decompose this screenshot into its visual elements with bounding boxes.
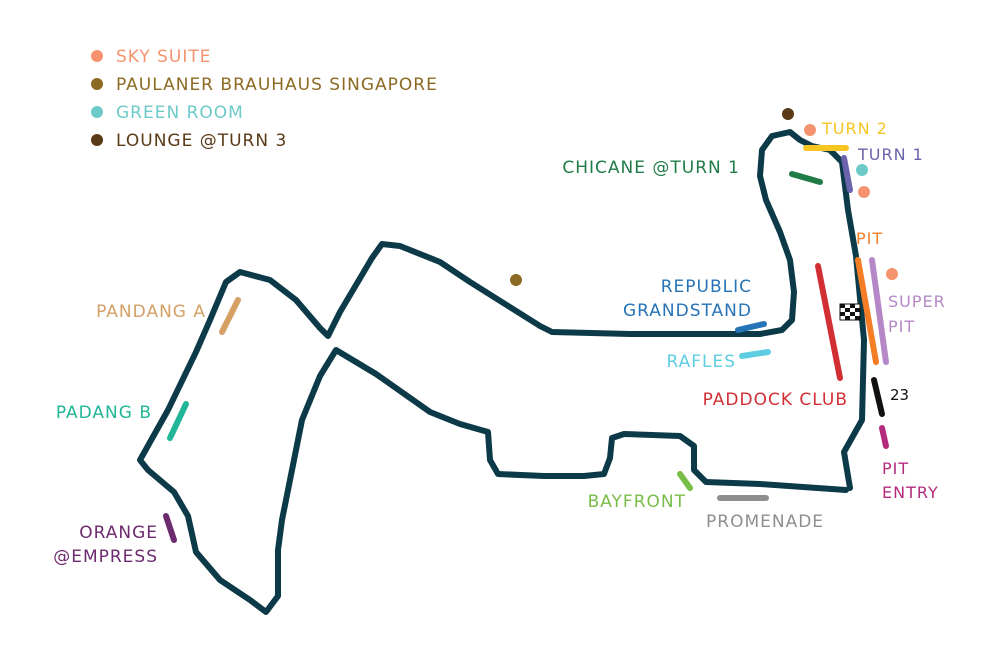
marker-bayfront	[677, 471, 693, 491]
label-padang-b: PADANG B	[56, 403, 152, 423]
marker-pandang-a	[219, 297, 241, 335]
marker-paddock-club	[815, 263, 843, 381]
label-rafles: RAFLES	[666, 352, 736, 372]
marker-turn1	[841, 155, 853, 193]
label-republic-line2: GRANDSTAND	[623, 301, 752, 321]
label-pit-entry-line1: PIT	[882, 459, 909, 478]
marker-padang-b	[167, 401, 189, 441]
legend-label-sky-suite: SKY SUITE	[116, 47, 212, 67]
label-orange-line1: ORANGE	[79, 523, 158, 543]
legend-dot-green-room	[91, 106, 103, 118]
dot-green-room	[856, 164, 868, 176]
track-outline	[137, 129, 867, 615]
checkered-flag-icon	[839, 303, 861, 321]
legend-dot-sky-suite	[91, 50, 103, 62]
marker-republic-grandstand	[735, 321, 767, 333]
dot-sky-suite-2	[858, 186, 870, 198]
dot-lounge-turn3	[782, 108, 794, 120]
legend-label-green-room: GREEN ROOM	[116, 103, 244, 123]
marker-chicane-turn1	[789, 171, 823, 185]
marker-23	[871, 377, 885, 417]
marker-super-pit	[869, 257, 889, 365]
label-bayfront: BAYFRONT	[588, 492, 686, 512]
label-turn1: TURN 1	[857, 145, 924, 164]
label-orange-line2: @EMPRESS	[53, 547, 158, 567]
label-pit-entry-line2: ENTRY	[882, 483, 939, 502]
label-promenade: PROMENADE	[706, 512, 824, 532]
legend-label-paulaner: PAULANER BRAUHAUS SINGAPORE	[116, 75, 438, 95]
legend-dot-paulaner	[91, 78, 103, 90]
label-chicane-turn1: CHICANE @TURN 1	[562, 158, 740, 178]
label-pit: PIT	[856, 229, 883, 248]
legend-dot-lounge-turn3	[91, 134, 103, 146]
label-pandang-a: PANDANG A	[96, 302, 206, 322]
marker-orange-empress	[163, 513, 177, 543]
label-turn2: TURN 2	[821, 119, 888, 138]
marker-pit	[855, 257, 879, 365]
legend-label-lounge-turn3: LOUNGE @TURN 3	[116, 131, 287, 151]
label-republic-line1: REPUBLIC	[661, 277, 752, 297]
marker-rafles	[739, 349, 771, 359]
legend: SKY SUITE PAULANER BRAUHAUS SINGAPORE GR…	[91, 47, 438, 151]
label-paddock-club: PADDOCK CLUB	[703, 390, 848, 410]
dot-paulaner	[510, 274, 522, 286]
dot-sky-suite-1	[804, 124, 816, 136]
dot-sky-suite-3	[886, 268, 898, 280]
label-super-pit-line2: PIT	[888, 317, 915, 336]
label-23: 23	[890, 386, 909, 404]
label-super-pit-line1: SUPER	[888, 292, 946, 311]
marker-pit-entry	[879, 425, 889, 449]
